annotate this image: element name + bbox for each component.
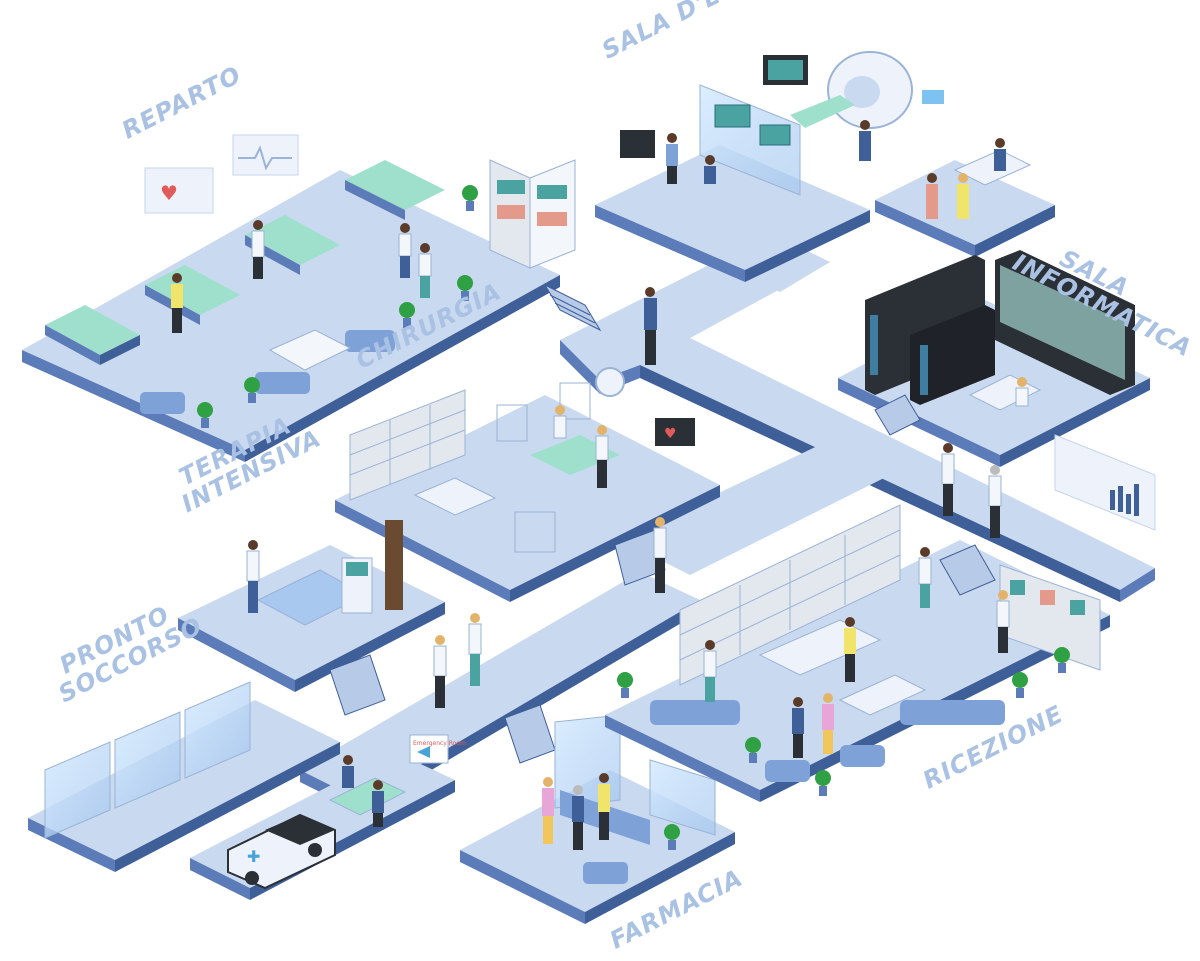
patient-figure bbox=[957, 173, 969, 219]
nurse-figure bbox=[418, 243, 432, 298]
sala-esame-room bbox=[595, 51, 1055, 282]
plant-icon bbox=[1054, 647, 1070, 673]
plant-icon bbox=[244, 377, 260, 403]
reception-sofa bbox=[900, 700, 1005, 725]
nurse-figure bbox=[398, 223, 412, 278]
supply-shelf bbox=[559, 382, 591, 420]
doctor-figure bbox=[433, 635, 447, 708]
paramedic-figure bbox=[372, 780, 384, 827]
receptionist-figure bbox=[844, 617, 856, 682]
doctor-figure bbox=[996, 590, 1010, 653]
plant-icon bbox=[815, 770, 831, 796]
pharmacist-figure bbox=[598, 773, 610, 840]
doctor-figure bbox=[171, 273, 183, 333]
plant-icon bbox=[462, 185, 478, 211]
er-trolley bbox=[328, 777, 407, 816]
plant-icon bbox=[745, 737, 761, 763]
doctor-figure bbox=[704, 155, 716, 184]
informatica-stairs bbox=[874, 394, 921, 436]
ward-bed bbox=[345, 160, 445, 220]
waiting-sofa bbox=[140, 392, 185, 414]
mri-scanner bbox=[790, 51, 913, 129]
plant-icon bbox=[1012, 672, 1028, 698]
sala-informatica-room bbox=[838, 250, 1150, 467]
surgery-cabinets bbox=[349, 389, 466, 501]
doctor-figure bbox=[666, 133, 678, 184]
doctor-figure bbox=[251, 220, 265, 279]
reception-bookshelf bbox=[999, 564, 1101, 671]
plant-icon bbox=[197, 402, 213, 428]
heart-monitor-screen bbox=[655, 418, 695, 446]
surgical-lamp-icon bbox=[595, 367, 625, 397]
reception-sofa bbox=[840, 745, 885, 767]
patient-figure bbox=[859, 120, 871, 161]
svg-text:♥: ♥ bbox=[160, 181, 178, 205]
er-cubicle bbox=[114, 711, 181, 809]
ambulance-icon: ✚ bbox=[227, 813, 336, 890]
waiting-sofa bbox=[255, 372, 310, 394]
nurse-figure bbox=[468, 613, 482, 686]
doctor-figure bbox=[246, 540, 260, 613]
it-technician-figure bbox=[1015, 377, 1029, 407]
customer-figure bbox=[542, 777, 554, 844]
chirurgia-room: ♥ bbox=[335, 367, 720, 602]
doctor-figure bbox=[653, 517, 667, 593]
pronto-soccorso-room: ✚ Emergency Room bbox=[28, 681, 466, 900]
server-racks-dark bbox=[865, 255, 995, 405]
svg-text:✚: ✚ bbox=[247, 847, 260, 866]
plant-icon bbox=[399, 302, 415, 328]
doctor-figure bbox=[644, 287, 657, 365]
svg-text:♥: ♥ bbox=[664, 426, 677, 442]
equipment-column bbox=[385, 520, 403, 610]
reception-stairs bbox=[939, 544, 996, 596]
patient-figure bbox=[926, 173, 938, 219]
heart-monitor-panel bbox=[144, 167, 214, 214]
visitor-figure bbox=[792, 697, 804, 758]
customer-figure bbox=[572, 785, 584, 850]
ward-bookshelf bbox=[489, 159, 576, 269]
emergency-sign-text: Emergency Room bbox=[413, 740, 466, 747]
nurse-figure bbox=[918, 547, 932, 608]
instrument-table bbox=[413, 477, 497, 516]
er-cubicle bbox=[44, 741, 111, 839]
reparto-stairs bbox=[543, 283, 602, 332]
paramedic-figure bbox=[342, 755, 354, 788]
staff-figure bbox=[994, 138, 1006, 171]
supply-shelf bbox=[496, 404, 528, 442]
bar-chart-panel bbox=[1054, 434, 1156, 531]
pharmacy-shelf bbox=[649, 759, 716, 836]
farmacia-room bbox=[460, 704, 735, 924]
ricezione-room bbox=[605, 504, 1110, 802]
reception-sofa bbox=[765, 760, 810, 782]
emergency-sign: Emergency Room bbox=[409, 734, 466, 764]
reception-sofa bbox=[650, 700, 740, 725]
er-cubicle bbox=[184, 681, 251, 779]
reception-cabinets bbox=[679, 504, 901, 686]
plant-icon bbox=[664, 824, 680, 850]
supply-cart bbox=[514, 511, 556, 553]
visitor-figure bbox=[822, 693, 834, 754]
ward-desk bbox=[268, 329, 352, 371]
icu-stairs bbox=[329, 654, 386, 716]
nurse-figure bbox=[703, 640, 717, 702]
ward-bed bbox=[45, 305, 140, 365]
surgeon-figure bbox=[595, 425, 609, 488]
exam-reception-desk bbox=[953, 149, 1032, 186]
pharmacy-sofa bbox=[583, 862, 628, 884]
surgeon-figure bbox=[553, 405, 567, 439]
waiting-sofa bbox=[345, 330, 395, 352]
plant-icon bbox=[457, 275, 473, 301]
reception-desk bbox=[838, 674, 927, 716]
ecg-panel bbox=[232, 134, 299, 176]
xray-lightbox bbox=[620, 130, 655, 158]
reparto-ward: ♥ bbox=[22, 134, 602, 462]
doctor-figure bbox=[941, 443, 955, 516]
terapia-intensiva-room bbox=[178, 520, 482, 716]
plant-icon bbox=[617, 672, 633, 698]
doctor-figure bbox=[988, 465, 1002, 538]
server-racks-light bbox=[995, 250, 1135, 395]
